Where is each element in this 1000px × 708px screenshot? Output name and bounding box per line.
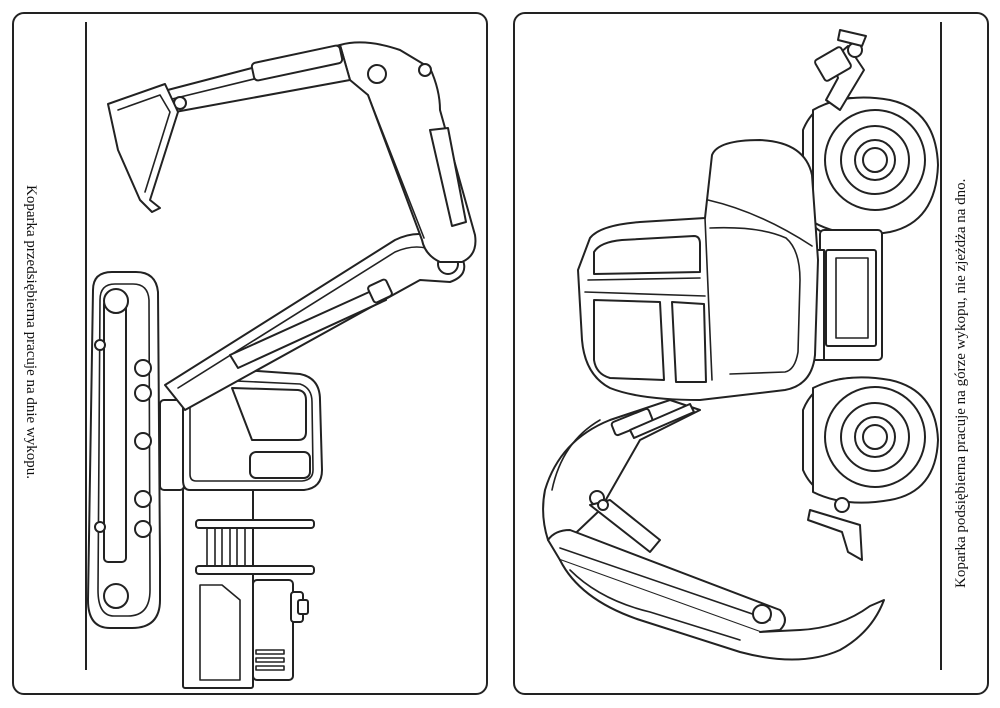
boom-right (543, 400, 700, 548)
stick-and-bucket (548, 500, 884, 660)
operator-cab-right (578, 140, 818, 400)
chassis (808, 230, 882, 360)
wheel-top (803, 98, 938, 240)
stick (340, 42, 475, 262)
backhoe-excavator-drawing (543, 30, 938, 660)
page-rule-left (85, 22, 87, 670)
boom (165, 234, 464, 410)
operator-cab (183, 368, 322, 490)
stabilizers (808, 30, 866, 560)
machine-body (160, 400, 314, 688)
page-rule-right (940, 22, 942, 670)
bucket (108, 84, 178, 212)
wheel-bottom (803, 377, 938, 502)
crawler-track (88, 272, 160, 628)
shovel-excavator-drawing (88, 42, 475, 688)
crowd-arm (160, 45, 350, 112)
